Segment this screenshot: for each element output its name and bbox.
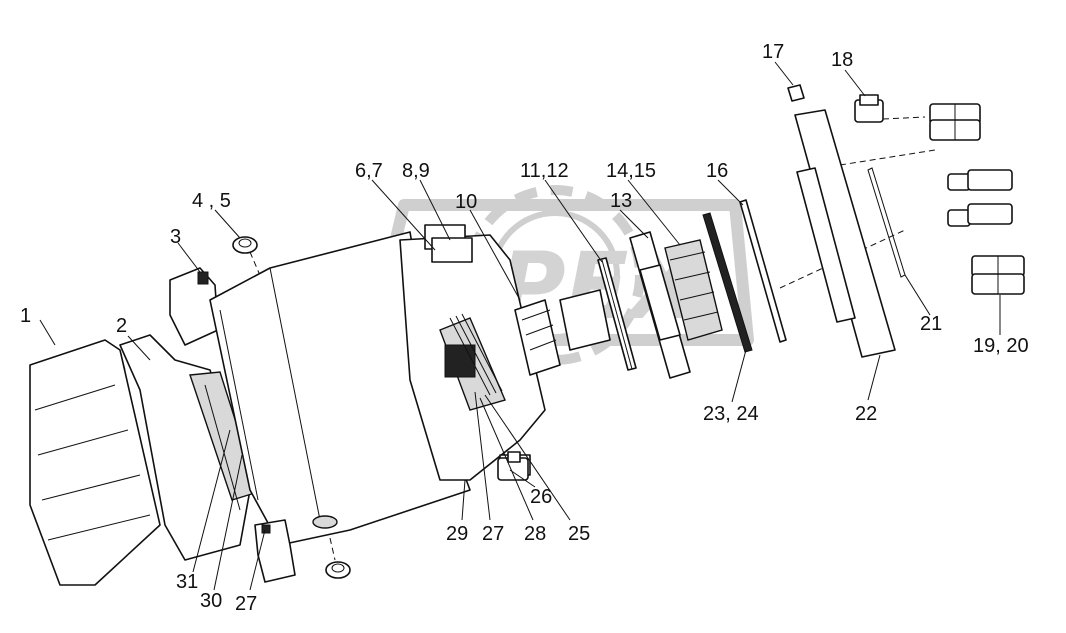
label-1: 1 (20, 305, 31, 327)
part-16-ring (739, 199, 787, 343)
part-22-cover (794, 109, 896, 358)
part-11-12-discs (597, 257, 637, 371)
callout-labels: 1 2 3 4 , 5 6,7 8,9 10 11,12 13 14,15 16… (20, 41, 1029, 615)
label-17: 17 (762, 41, 784, 63)
label-19-20: 19, 20 (973, 335, 1029, 357)
bottom-fitting (325, 561, 351, 579)
bolt-group-top (929, 103, 981, 141)
part-18-fitting (854, 94, 884, 123)
label-8-9: 8,9 (402, 160, 430, 182)
part-10-sun-gear (514, 289, 611, 376)
part-1-motor (29, 339, 161, 586)
part-14-15-friction-discs (664, 239, 723, 341)
label-4-5: 4 , 5 (192, 190, 231, 212)
label-18: 18 (831, 49, 853, 71)
label-31: 31 (176, 571, 198, 593)
gear-pack (444, 313, 503, 396)
label-29: 29 (446, 523, 468, 545)
label-3: 3 (170, 226, 181, 248)
label-22: 22 (855, 403, 877, 425)
part-26-bolts (497, 451, 529, 481)
planetary-stage (399, 224, 546, 481)
label-26: 26 (530, 486, 552, 508)
bolt-19-20-b (947, 203, 1013, 227)
label-11-12: 11,12 (520, 160, 569, 182)
label-27-center: 27 (482, 523, 504, 545)
label-6-7: 6,7 (355, 160, 383, 182)
bolt-group-bottom (971, 255, 1025, 295)
part-27-bottom-bracket (254, 519, 296, 583)
label-2: 2 (116, 315, 127, 337)
label-23-24: 23, 24 (703, 403, 759, 425)
label-25: 25 (568, 523, 590, 545)
label-21: 21 (920, 313, 942, 335)
label-28: 28 (524, 523, 546, 545)
part-23-24-discs (702, 212, 753, 353)
bolt-19-20-a (947, 169, 1013, 191)
label-14-15: 14,15 (606, 160, 656, 182)
part-21-seal (867, 167, 906, 278)
label-27-left: 27 (235, 593, 257, 615)
label-10: 10 (455, 191, 477, 213)
label-13: 13 (610, 190, 632, 212)
label-30: 30 (200, 590, 222, 612)
leader-lines (39, 61, 1001, 591)
part-17-plug (787, 84, 805, 102)
label-16: 16 (706, 160, 728, 182)
part-4-5-fitting (232, 236, 258, 254)
part-2-adapter (119, 334, 259, 561)
